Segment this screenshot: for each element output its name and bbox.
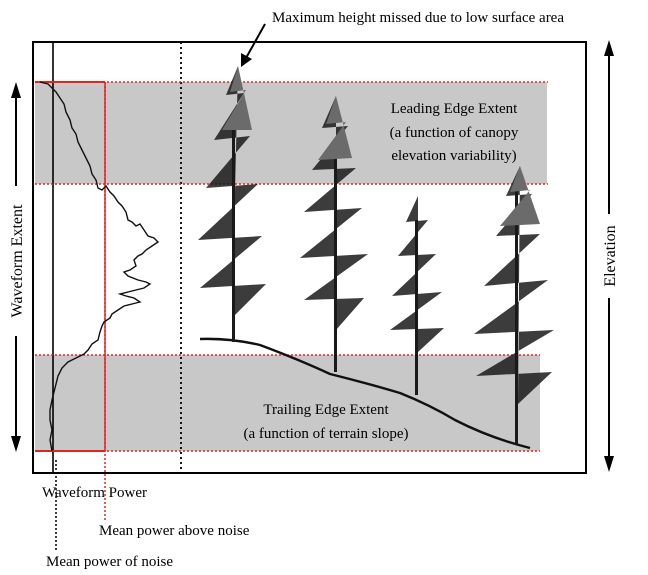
- tree-1: [198, 66, 266, 342]
- terrain-line: [199, 337, 531, 450]
- waveform-power-label: Waveform Power: [42, 485, 147, 501]
- trailing-edge-label-1: Trailing Edge Extent: [263, 402, 389, 418]
- diagram-frame: [32, 41, 587, 474]
- waveform-extent-arrowhead-top: [11, 82, 21, 98]
- waveform-extent-arrowhead-bottom: [11, 436, 21, 452]
- tree-2: [300, 96, 368, 372]
- leading-edge-label-3: elevation variability): [391, 148, 516, 164]
- waveform-extent-label: Waveform Extent: [9, 204, 26, 317]
- leading-edge-label-2: (a function of canopy: [390, 125, 519, 141]
- max-height-arrowhead: [241, 53, 252, 67]
- mean-power-above-noise-label: Mean power above noise: [99, 523, 250, 539]
- elevation-label: Elevation: [602, 225, 619, 286]
- tree-3: [390, 196, 444, 395]
- mean-power-of-noise-label: Mean power of noise: [46, 554, 173, 570]
- waveform-trace: [39, 81, 160, 452]
- trailing-edge-band: [35, 355, 540, 451]
- leading-edge-band: [35, 82, 547, 184]
- max-height-arrow-line: [245, 23, 266, 59]
- leading-edge-label-1: Leading Edge Extent: [391, 101, 518, 117]
- elevation-arrowhead-top: [604, 40, 614, 56]
- max-height-annotation: Maximum height missed due to low surface…: [272, 10, 564, 26]
- elevation-arrowhead-bottom: [604, 456, 614, 472]
- tree-4: [474, 166, 554, 444]
- trailing-edge-label-2: (a function of terrain slope): [244, 426, 409, 442]
